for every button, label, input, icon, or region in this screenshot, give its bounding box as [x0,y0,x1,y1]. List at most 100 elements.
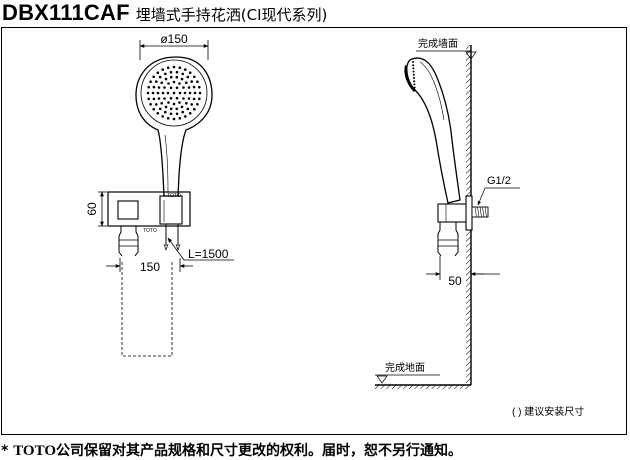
nozzle-dot [169,112,173,116]
nozzle-dot [175,96,179,100]
nozzle-dot [161,91,165,95]
nozzle-dot [172,102,176,106]
nozzle-dot [188,91,192,95]
nozzle-dot [152,85,156,89]
nozzle-dot [193,91,197,95]
side-nozzle-dot [412,64,415,67]
side-nozzle-dot [412,61,414,63]
nozzle-dot [178,91,182,95]
nozzle-dot [166,91,170,95]
nozzle-dot [146,91,150,95]
nozzle-dot [183,91,187,95]
model-number: DBX111CAF [2,0,130,25]
nozzle-dot [155,103,158,106]
nozzle-dot [160,81,163,84]
nozzle-dot [180,105,184,109]
nozzle-dot [190,80,193,83]
nozzle-dot [185,81,188,84]
hose-length-label: L=1500 [188,247,229,261]
nozzle-dot [163,97,166,100]
nozzle-dot [184,115,187,118]
height-label: 60 [85,202,99,216]
nozzle-dot [175,70,179,74]
plate-logo-mark: TOTO [143,228,157,234]
nozzle-dot [175,75,179,79]
nozzle-dot [175,86,179,90]
nozzle-dot [180,77,184,81]
thread-size-label: G1/2 [487,175,511,187]
nozzle-dot [172,80,176,84]
nozzle-dot [196,80,199,83]
nozzle-dot [185,102,188,105]
nozzle-dot [161,115,164,118]
nozzle-dot [166,117,170,120]
nozzle-dot [187,86,191,89]
product-subtitle: 埋墙式手持花洒(CI现代系列) [135,6,328,24]
nozzle-dot [164,105,168,109]
nozzle-dot [182,97,185,100]
side-wall-plate [465,195,473,231]
nozzle-dot [186,107,190,111]
nozzle-dot [151,91,155,95]
nozzle-dot [163,86,166,89]
wall-plate-outline [107,191,191,227]
nozzle-dot [147,85,150,89]
side-spray-nozzles [412,61,416,89]
nozzle-dot [169,107,173,111]
nozzle-dot [182,86,185,89]
footer-text: 公司保留对其产品规格和尺寸更改的权利。届时，恕不另行通知。 [56,443,463,459]
nozzle-dot [186,75,190,79]
nozzle-dot [172,117,176,121]
shower-head-side-outline [406,57,461,204]
spray-nozzles [146,65,202,121]
nozzle-dot [169,86,173,90]
nozzle-dot [188,71,192,74]
drawing-frame [1,27,627,435]
nozzle-dot [190,103,193,106]
nozzle-dot [196,103,199,106]
install-note: ( ) 建议安装尺寸 [512,405,584,418]
nozzle-dot [175,112,179,116]
diameter-label: ø150 [160,32,188,46]
install-area-dashed [121,262,173,357]
nozzle-dot [188,112,192,115]
nozzle-dot [152,97,156,101]
front-view: ø150 TOTO TOTO 60 150 [85,32,234,357]
nozzle-dot [198,85,201,89]
nozzle-dot [158,107,162,111]
footer-brand: TOTO [13,443,57,459]
nozzle-dot [152,107,155,111]
nozzle-dot [167,82,170,85]
side-nozzle-dot [412,70,415,73]
title-row: DBX111CAF 埋墙式手持花洒(CI现代系列) [2,0,327,26]
nozzle-dot [192,85,196,89]
nozzle-dot [192,97,196,101]
nozzle-dot [160,102,163,105]
nozzle-dot [178,117,182,120]
nozzle-dot [184,68,187,71]
nozzle-dot [169,70,173,74]
nozzle-dot [156,91,160,95]
nozzle-dot [147,97,150,101]
nozzle-dot [178,82,181,85]
depth-label: 50 [448,274,462,288]
nozzle-dot [155,80,158,83]
nozzle-dot [167,101,170,104]
nozzle-dot [166,66,170,69]
side-nozzle-dot [413,83,416,86]
nozzle-dot [156,71,160,74]
nozzle-dot [164,110,167,114]
shower-head-outline [135,56,213,197]
nozzle-dot [158,75,162,79]
nozzle-dot [172,65,176,69]
width-label: 150 [140,260,160,274]
footer-marker: * [1,443,9,459]
nozzle-dot [156,112,160,115]
nozzle-dot [169,96,173,100]
outlet-square [117,200,139,220]
side-view: 完成墙面 完成地面 G1/2 50 [375,37,520,389]
nozzle-dot [187,97,191,100]
nozzle-dot [198,97,201,101]
side-nozzle-dot [413,86,416,89]
